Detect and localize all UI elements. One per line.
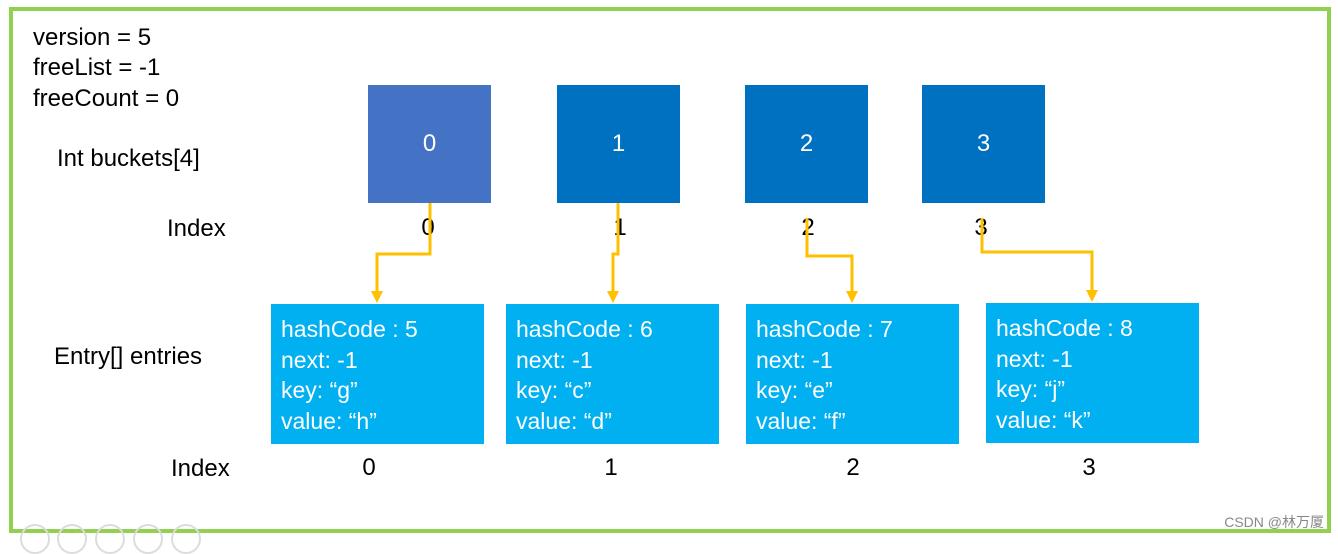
freelist-label: freeList = -1 xyxy=(33,54,161,81)
watermark: CSDN @林万厦 xyxy=(1224,514,1324,530)
arrow-head xyxy=(846,291,858,303)
bucket-value: 2 xyxy=(799,130,814,157)
entry-key: key: “e” xyxy=(756,377,833,403)
entry-next: next: -1 xyxy=(756,346,833,373)
entry-hashcode: hashCode : 8 xyxy=(996,315,1133,341)
decorative-circle-icon xyxy=(20,524,50,554)
bucket-box: 0 xyxy=(368,85,491,203)
entry-next: next: -1 xyxy=(281,346,358,373)
arrow-connector xyxy=(980,218,1094,291)
entry-index: 1 xyxy=(604,454,618,481)
entry-value: value: “d” xyxy=(516,407,612,434)
entry-key: key: “g” xyxy=(281,377,358,403)
decorative-circle-icon xyxy=(95,524,125,554)
entry-value: value: “h” xyxy=(281,407,377,434)
entry-hashcode: hashCode : 5 xyxy=(281,316,418,342)
bucket-box: 1 xyxy=(557,85,680,203)
version-label: version = 5 xyxy=(33,24,152,51)
diagram-frame xyxy=(9,7,1331,533)
entry-next: next: -1 xyxy=(516,346,593,373)
entry-box: hashCode : 7 next: -1 key: “e” value: “f… xyxy=(746,304,959,444)
entry-index: 3 xyxy=(1082,454,1096,481)
bucket-index-label: Index xyxy=(167,215,226,242)
entry-index: 0 xyxy=(362,454,376,481)
bucket-box: 3 xyxy=(922,85,1045,203)
entry-box: hashCode : 5 next: -1 key: “g” value: “h… xyxy=(271,304,484,444)
entry-index: 2 xyxy=(846,454,860,481)
arrow-connector xyxy=(805,218,854,292)
bucket-value: 3 xyxy=(976,130,991,157)
buckets-label: Int buckets[4] xyxy=(57,145,200,172)
arrow-head xyxy=(1086,290,1098,302)
decorative-circle-icon xyxy=(57,524,87,554)
entries-label: Entry[] entries xyxy=(54,343,203,370)
entry-box: hashCode : 8 next: -1 key: “j” value: “k… xyxy=(986,303,1199,443)
decorative-circle-icon xyxy=(133,524,163,554)
entry-value: value: “f” xyxy=(756,407,846,434)
entry-box: hashCode : 6 next: -1 key: “c” value: “d… xyxy=(506,304,719,444)
entry-index-label: Index xyxy=(171,455,230,482)
arrow-connector xyxy=(375,203,432,292)
arrow-layer xyxy=(371,203,1098,303)
arrow-head xyxy=(371,291,383,303)
decorative-circle-icon xyxy=(171,524,201,554)
bucket-value: 1 xyxy=(611,130,626,157)
entry-key: key: “j” xyxy=(996,376,1065,402)
entry-value: value: “k” xyxy=(996,406,1091,433)
arrow-head xyxy=(607,291,619,303)
entry-hashcode: hashCode : 7 xyxy=(756,316,893,342)
bucket-value: 0 xyxy=(422,130,437,157)
arrow-connector xyxy=(611,203,620,292)
freecount-label: freeCount = 0 xyxy=(33,85,180,112)
entry-next: next: -1 xyxy=(996,345,1073,372)
bucket-box: 2 xyxy=(745,85,868,203)
entry-hashcode: hashCode : 6 xyxy=(516,316,653,342)
entry-key: key: “c” xyxy=(516,377,592,403)
